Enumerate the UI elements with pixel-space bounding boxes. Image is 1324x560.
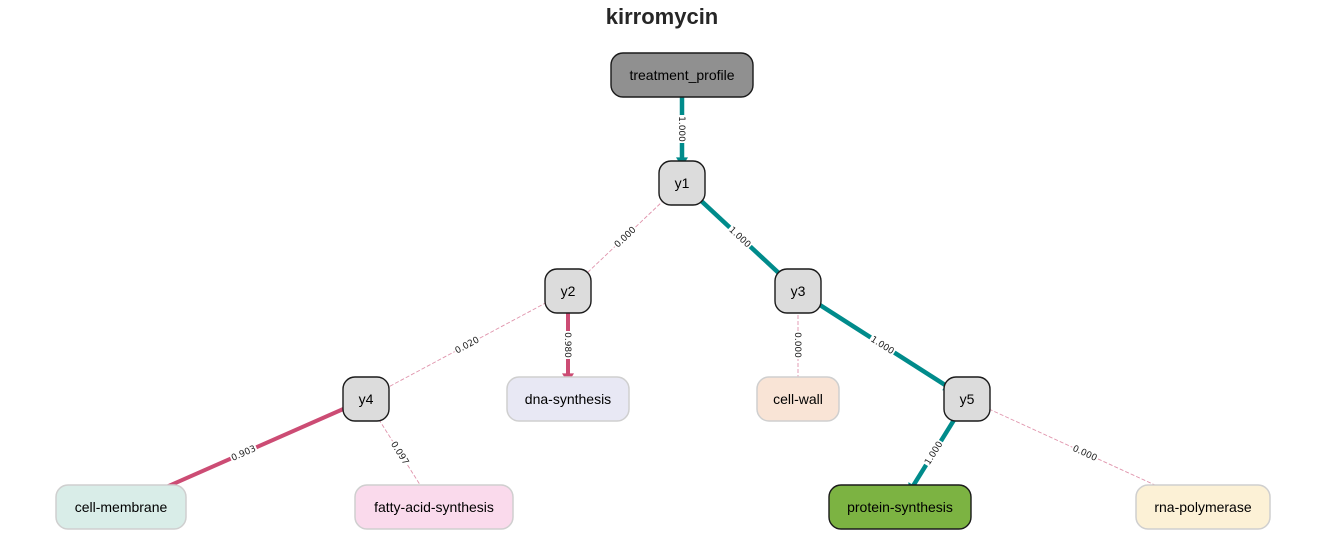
node-label: cell-wall — [773, 391, 823, 407]
edge-label-background — [562, 331, 574, 359]
edge-label-background — [610, 223, 640, 251]
diagram-title: kirromycin — [605, 4, 719, 29]
node-label: y5 — [960, 391, 975, 407]
edge-label-background — [725, 223, 755, 251]
node-box — [943, 376, 991, 422]
node-label: y2 — [561, 283, 576, 299]
edge-label-background — [921, 437, 946, 469]
node-box — [55, 484, 187, 530]
node-box — [506, 376, 630, 422]
node-box — [774, 268, 822, 314]
node-label: treatment_profile — [629, 67, 734, 83]
node-fatty-acid-synthesis: fatty-acid-synthesis — [354, 484, 514, 530]
node-box — [342, 376, 390, 422]
node-label: y4 — [359, 391, 374, 407]
edge-label-background — [867, 332, 898, 358]
node-box — [828, 484, 972, 530]
node-label: dna-synthesis — [525, 391, 611, 407]
node-box — [544, 268, 592, 314]
node-box — [610, 52, 754, 98]
node-y1: y1 — [658, 160, 706, 206]
node-label: protein-synthesis — [847, 499, 953, 515]
edge-weight-label: 0.000 — [792, 332, 802, 358]
nodes-layer: treatment_profile y1 y2 y3 y4 y5 dna-synthesis… — [55, 52, 1271, 530]
node-label: y1 — [675, 175, 690, 191]
node-box — [756, 376, 840, 422]
edge-weight-label: 1.000 — [676, 116, 686, 142]
node-label: y3 — [791, 283, 806, 299]
node-label: cell-membrane — [75, 499, 168, 515]
node-cell-wall: cell-wall — [756, 376, 840, 422]
node-y5: y5 — [943, 376, 991, 422]
node-protein-synthesis: protein-synthesis — [828, 484, 972, 530]
node-dna-synthesis: dna-synthesis — [506, 376, 630, 422]
edge-label-background — [451, 333, 483, 357]
node-rna-polymerase: rna-polymerase — [1135, 484, 1271, 530]
node-treatment-profile: treatment_profile — [610, 52, 754, 98]
node-y3: y3 — [774, 268, 822, 314]
node-y2: y2 — [544, 268, 592, 314]
node-box — [658, 160, 706, 206]
edge-label-background — [792, 331, 804, 359]
node-box — [1135, 484, 1271, 530]
edge-label-background — [1069, 441, 1101, 465]
node-cell-membrane: cell-membrane — [55, 484, 187, 530]
node-label: rna-polymerase — [1154, 499, 1251, 515]
node-label: fatty-acid-synthesis — [374, 499, 494, 515]
edge-label-background — [387, 437, 413, 469]
node-box — [354, 484, 514, 530]
edge-label-background — [676, 115, 688, 143]
edge-weight-label: 0.980 — [562, 332, 572, 358]
edge-label-background — [228, 441, 259, 465]
node-y4: y4 — [342, 376, 390, 422]
